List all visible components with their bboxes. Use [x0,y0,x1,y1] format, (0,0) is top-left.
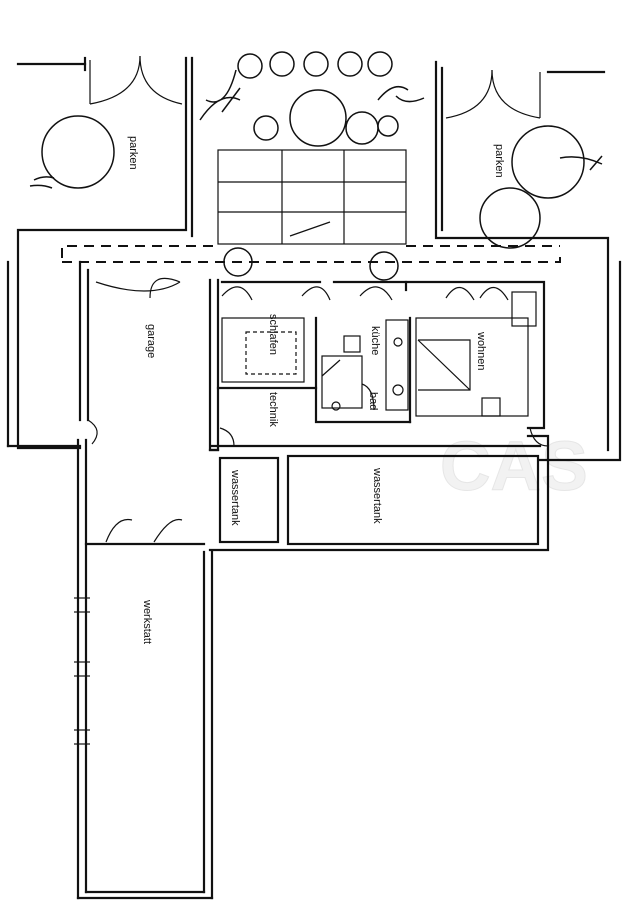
label-wohnen: wohnen [475,331,487,371]
room-labels: parken parken garage schlafen küche wohn… [127,136,505,644]
watermark: CAS [440,427,588,505]
label-wassertank-small: wassertank [229,469,241,526]
building-walls [76,260,550,900]
site-outline [6,56,622,462]
label-bad: bad [367,392,379,410]
label-technik: technik [267,392,279,427]
label-schlafen: schlafen [267,314,279,355]
label-wassertank-large: wassertank [371,467,383,524]
label-parken-left: parken [127,136,139,170]
parking-left [89,55,183,105]
interior-details [218,291,540,546]
label-kueche: küche [369,326,381,355]
roof-overhang [61,245,561,263]
window-marks [74,597,90,745]
label-parken-right: parken [493,144,505,178]
label-werkstatt: werkstatt [141,599,153,644]
parking-right [445,69,541,119]
tree-icons [29,51,603,281]
doors [87,277,549,543]
courtyard [217,149,407,245]
label-garage: garage [145,324,157,358]
